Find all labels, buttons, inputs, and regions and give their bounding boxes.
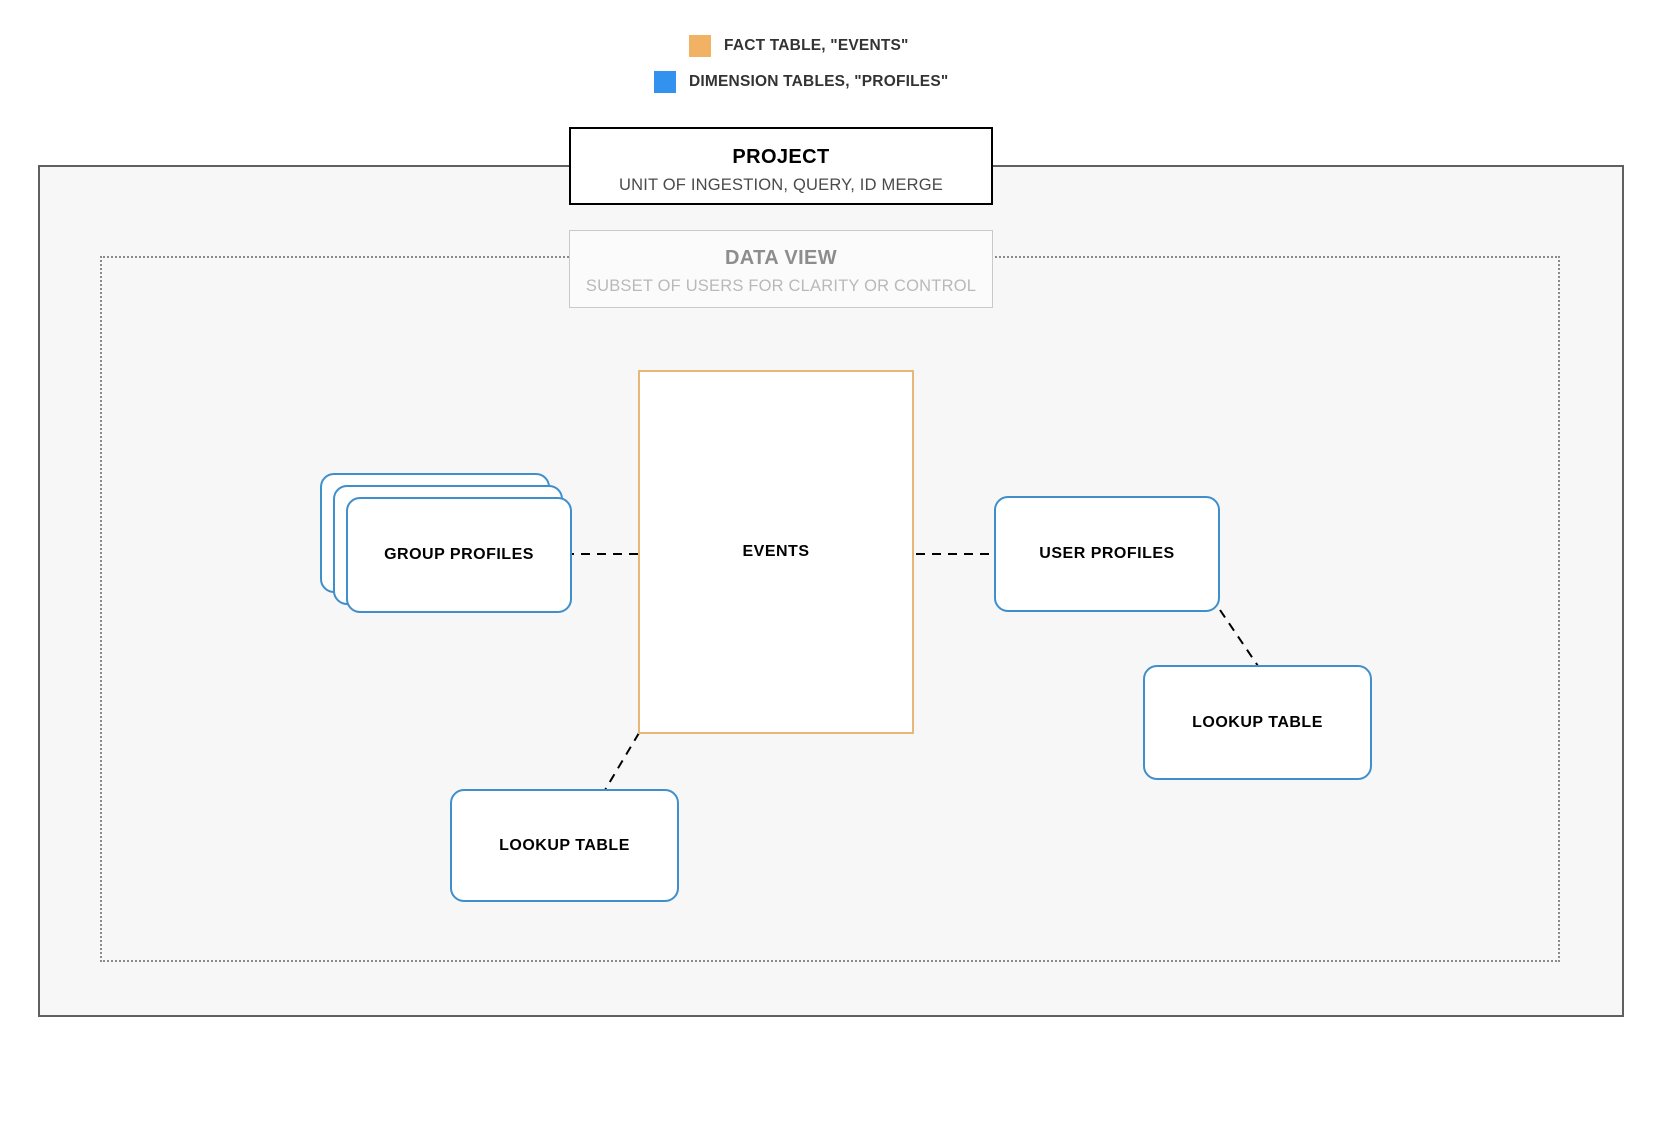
orange-square-swatch-icon [689, 35, 711, 57]
legend: FACT TABLE, "EVENTS" DIMENSION TABLES, "… [0, 28, 1664, 100]
node-group-profiles[interactable]: GROUP PROFILES [320, 473, 572, 613]
node-lookup-table-left[interactable]: LOOKUP TABLE [450, 789, 679, 902]
project-title: PROJECT [732, 146, 830, 168]
node-events-label: EVENTS [742, 543, 810, 560]
project-subtitle: UNIT OF INGESTION, QUERY, ID MERGE [618, 176, 943, 194]
node-lookup-table-left-label: LOOKUP TABLE [499, 836, 630, 854]
data-view-header-box: DATA VIEW SUBSET OF USERS FOR CLARITY OR… [569, 230, 993, 308]
node-group-profiles-label: GROUP PROFILES [384, 546, 534, 563]
legend-item-fact-table: FACT TABLE, "EVENTS" [0, 28, 1664, 64]
legend-item-dimension-tables: DIMENSION TABLES, "PROFILES" [0, 64, 1664, 100]
legend-label-dimension-tables: DIMENSION TABLES, "PROFILES" [689, 73, 949, 90]
node-events[interactable]: EVENTS [638, 370, 914, 734]
data-view-title: DATA VIEW [724, 247, 838, 269]
blue-square-swatch-icon [654, 71, 676, 93]
node-lookup-table-right-label: LOOKUP TABLE [1192, 713, 1323, 731]
node-lookup-table-right[interactable]: LOOKUP TABLE [1143, 665, 1372, 780]
legend-label-fact-table: FACT TABLE, "EVENTS" [724, 37, 909, 54]
group-profiles-card-front[interactable]: GROUP PROFILES [346, 497, 572, 613]
project-header-box: PROJECT UNIT OF INGESTION, QUERY, ID MER… [569, 127, 993, 205]
node-user-profiles[interactable]: USER PROFILES [994, 496, 1220, 612]
data-view-subtitle: SUBSET OF USERS FOR CLARITY OR CONTROL [585, 277, 977, 295]
node-user-profiles-label: USER PROFILES [1039, 545, 1175, 562]
